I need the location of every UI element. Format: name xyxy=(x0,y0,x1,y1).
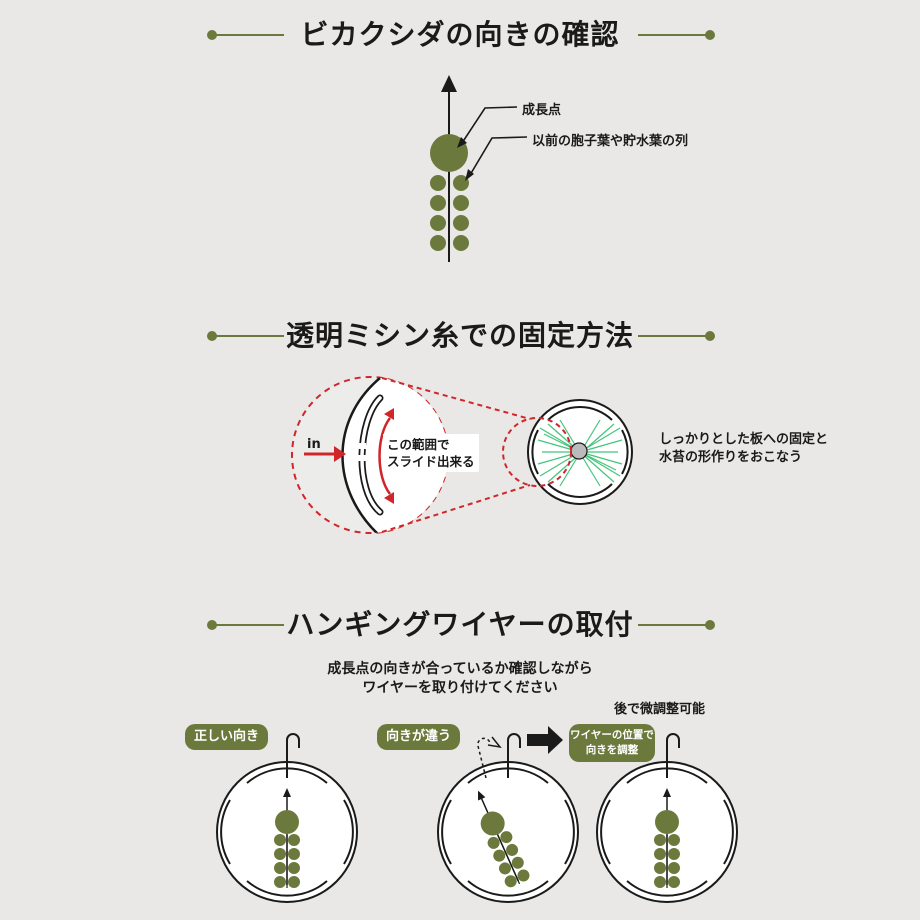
zoom-connector-bottom xyxy=(381,484,531,533)
slide-range-line1: この範囲で xyxy=(387,437,450,452)
hanging-example-wrong xyxy=(437,733,579,903)
hanging-instruction: 成長点の向きが合っているか確認しながら ワイヤーを取り付けてください xyxy=(260,660,660,698)
hanging-example-adjusted xyxy=(596,733,738,903)
growth-point-circle xyxy=(430,134,468,172)
heading-dot-right xyxy=(705,331,715,341)
previous-leaves-label: 以前の胞子葉や貯水葉の列 xyxy=(532,134,689,149)
section-title-hanging: ハンギングワイヤーの取付 xyxy=(286,608,634,641)
growth-point-pointer xyxy=(461,106,518,144)
section-title-fixing: 透明ミシン糸での固定方法 xyxy=(285,319,634,352)
hanging-wire xyxy=(507,733,521,778)
adjust-orientation-line2: 向きを調整 xyxy=(585,744,639,756)
hanging-instruction-line2: ワイヤーを取り付けてください xyxy=(362,680,558,696)
transition-arrow-icon xyxy=(527,726,563,754)
fixing-note-line2: 水苔の形作りをおこなう xyxy=(659,450,803,465)
in-arrowhead xyxy=(334,446,346,462)
leaf-row-pointer xyxy=(469,136,528,176)
hanging-wire xyxy=(666,733,680,778)
adjust-orientation-line1: ワイヤーの位置で xyxy=(570,729,654,741)
plant-orientation-diagram xyxy=(430,75,528,262)
heading-dot-right xyxy=(705,30,715,40)
section-heading-fixing: 透明ミシン糸での固定方法 xyxy=(0,316,920,356)
wrong-orientation-badge: 向きが違う xyxy=(377,724,460,750)
correct-orientation-badge: 正しい向き xyxy=(185,724,268,750)
fixing-note: しっかりとした板への固定と 水苔の形作りをおこなう xyxy=(659,431,828,467)
adjust-orientation-badge: ワイヤーの位置で 向きを調整 xyxy=(569,724,655,762)
slide-range-line2: スライド出来る xyxy=(387,454,475,469)
section-title-orientation: ビカクシダの向きの確認 xyxy=(300,18,620,51)
hanging-instruction-line1: 成長点の向きが合っているか確認しながら xyxy=(327,661,593,677)
mount-slots-small xyxy=(531,406,629,498)
in-label: in xyxy=(307,437,321,452)
heading-line-left xyxy=(212,34,284,36)
zoom-connector-top xyxy=(381,377,531,420)
growth-direction-arrowhead xyxy=(441,75,457,92)
leaf-row-dots xyxy=(430,175,469,251)
heading-line-right xyxy=(638,624,710,626)
heading-dot-right xyxy=(705,620,715,630)
mount-center-hole xyxy=(570,442,588,460)
section-heading-orientation: ビカクシダの向きの確認 xyxy=(0,15,920,55)
heading-line-left xyxy=(212,624,284,626)
alternative-wire-dashed xyxy=(477,737,491,779)
later-adjust-label: 後で微調整可能 xyxy=(614,702,706,717)
focus-circle xyxy=(502,417,572,487)
section-heading-hanging: ハンギングワイヤーの取付 xyxy=(0,605,920,645)
heading-line-right xyxy=(638,34,710,36)
heading-line-right xyxy=(638,335,710,337)
slide-range-label: この範囲で スライド出来る xyxy=(383,434,479,472)
fixing-note-line1: しっかりとした板への固定と xyxy=(659,432,829,447)
growth-point-label: 成長点 xyxy=(522,103,562,118)
slide-range-arrow xyxy=(378,417,392,495)
hanging-example-correct xyxy=(216,733,358,903)
hanging-wire xyxy=(286,733,300,778)
heading-line-left xyxy=(212,335,284,337)
